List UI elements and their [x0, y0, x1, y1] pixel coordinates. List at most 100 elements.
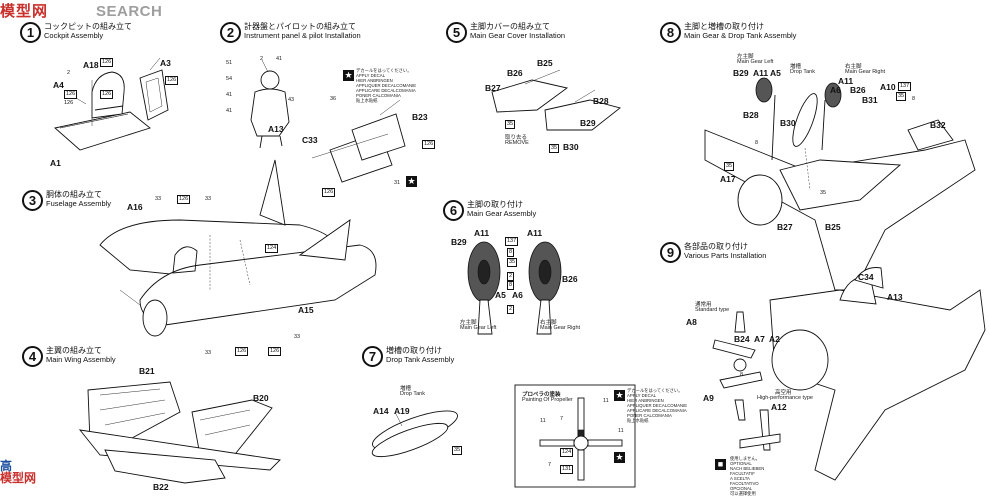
part-label: B30	[563, 142, 579, 152]
color-code: 35	[820, 190, 827, 196]
part-label: A15	[298, 305, 314, 315]
main-gear-right-jp: 右主脚	[540, 320, 557, 326]
part-label: B29	[451, 237, 467, 247]
part-label: A14	[373, 406, 389, 416]
part-label: A10	[880, 82, 896, 92]
color-code: 126	[322, 188, 336, 197]
color-code: 41	[226, 108, 233, 114]
step-9-number: 9	[660, 242, 681, 263]
color-code: 33	[155, 196, 162, 202]
part-label: C34	[858, 272, 874, 282]
aircraft-underside-art	[704, 77, 976, 291]
watermark-logo: 模型网	[0, 3, 49, 20]
color-code: 2	[67, 70, 71, 76]
color-code: 51	[226, 60, 233, 66]
propeller-box	[514, 384, 636, 488]
wing-art	[78, 381, 281, 484]
color-code: 137	[505, 237, 519, 246]
standard-en: Standard type	[695, 307, 730, 313]
remove-jp: 取り去る	[505, 135, 528, 141]
step-5-title-jp: 主脚カバーの組み立て	[470, 22, 550, 31]
part-label: B32	[930, 120, 946, 130]
watermark-side-top: 高	[0, 459, 13, 473]
part-label: A6	[512, 290, 523, 300]
part-label: A5	[770, 68, 781, 78]
color-code: 35	[896, 92, 907, 101]
decal-note: デカールをはってください。 APPLY DECAL HIER ANBRINGEN…	[627, 388, 688, 423]
part-label: A1	[50, 158, 61, 168]
part-label: A13	[268, 124, 284, 134]
part-label: B25	[537, 58, 553, 68]
part-label: A2	[769, 334, 780, 344]
part-label: A17	[720, 174, 736, 184]
color-code: 36	[330, 96, 337, 102]
optional-note: 使用しません。 OPTIONAL NACH BELIEBEN FACULTATI…	[730, 456, 765, 496]
part-label: B29	[580, 118, 596, 128]
part-label: A11	[838, 76, 854, 86]
part-label: A7	[754, 334, 765, 344]
color-code: 8	[507, 281, 515, 290]
part-label: A12	[771, 402, 787, 412]
main-gear-left-en: Main Gear Left	[737, 59, 774, 65]
part-label: B22	[153, 482, 169, 492]
color-code: 8	[740, 372, 744, 378]
color-code: 7	[560, 416, 564, 422]
propeller-title-en: Painting Of Propeller	[522, 397, 573, 403]
part-label: B30	[780, 118, 796, 128]
part-label: A11	[753, 68, 769, 78]
part-label: B23	[412, 112, 428, 122]
color-code: 35	[724, 162, 735, 171]
color-code: 35	[452, 446, 463, 455]
step-5-title-en: Main Gear Cover Installation	[470, 31, 566, 40]
star-icon: ★	[614, 452, 625, 463]
color-code: 11	[603, 398, 609, 404]
step-6-title-en: Main Gear Assembly	[467, 209, 537, 218]
main-gear-art	[467, 241, 562, 335]
step-8-number: 8	[660, 22, 681, 43]
optional-icon: ■	[715, 459, 726, 470]
color-code: 126	[100, 58, 114, 67]
step-7-number: 7	[362, 346, 383, 367]
color-code: 11	[618, 428, 624, 434]
part-label: A3	[160, 58, 171, 68]
step-1-number: 1	[20, 22, 41, 43]
color-code: 11	[540, 418, 546, 424]
part-label: C33	[302, 135, 318, 145]
part-label: A11	[527, 228, 543, 238]
color-code: 33	[205, 196, 212, 202]
step-8-title-jp: 主脚と増槽の取り付け	[684, 22, 764, 31]
color-code: 54	[226, 76, 233, 82]
step-2-number: 2	[220, 22, 241, 43]
step-5-number: 5	[446, 22, 467, 43]
watermark-search: SEARCH	[96, 3, 163, 20]
propeller-title-jp: プロペラの塗装	[522, 392, 561, 398]
part-label: A19	[394, 406, 410, 416]
color-code: 126	[64, 100, 74, 106]
color-code: 43	[288, 97, 295, 103]
color-code: 126	[235, 347, 249, 356]
drop-tank-art	[371, 410, 458, 458]
color-code: 2	[260, 56, 264, 62]
color-code: 8	[912, 96, 916, 102]
star-icon: ★	[614, 390, 625, 401]
aircraft-top-art	[712, 267, 986, 481]
part-label: A4	[53, 80, 64, 90]
color-code: 41	[276, 56, 283, 62]
part-label: A8	[686, 317, 697, 327]
part-label: A11	[474, 228, 490, 238]
part-label: B28	[743, 110, 759, 120]
part-label: B27	[777, 222, 793, 232]
part-label: B25	[825, 222, 841, 232]
part-label: A9	[703, 393, 714, 403]
drop-tank-jp: 増槽	[400, 386, 412, 392]
part-label: B27	[485, 83, 501, 93]
part-label: B20	[253, 393, 269, 403]
fuselage-art	[99, 159, 377, 337]
star-icon: ★	[343, 70, 354, 81]
step-6-number: 6	[443, 200, 464, 221]
